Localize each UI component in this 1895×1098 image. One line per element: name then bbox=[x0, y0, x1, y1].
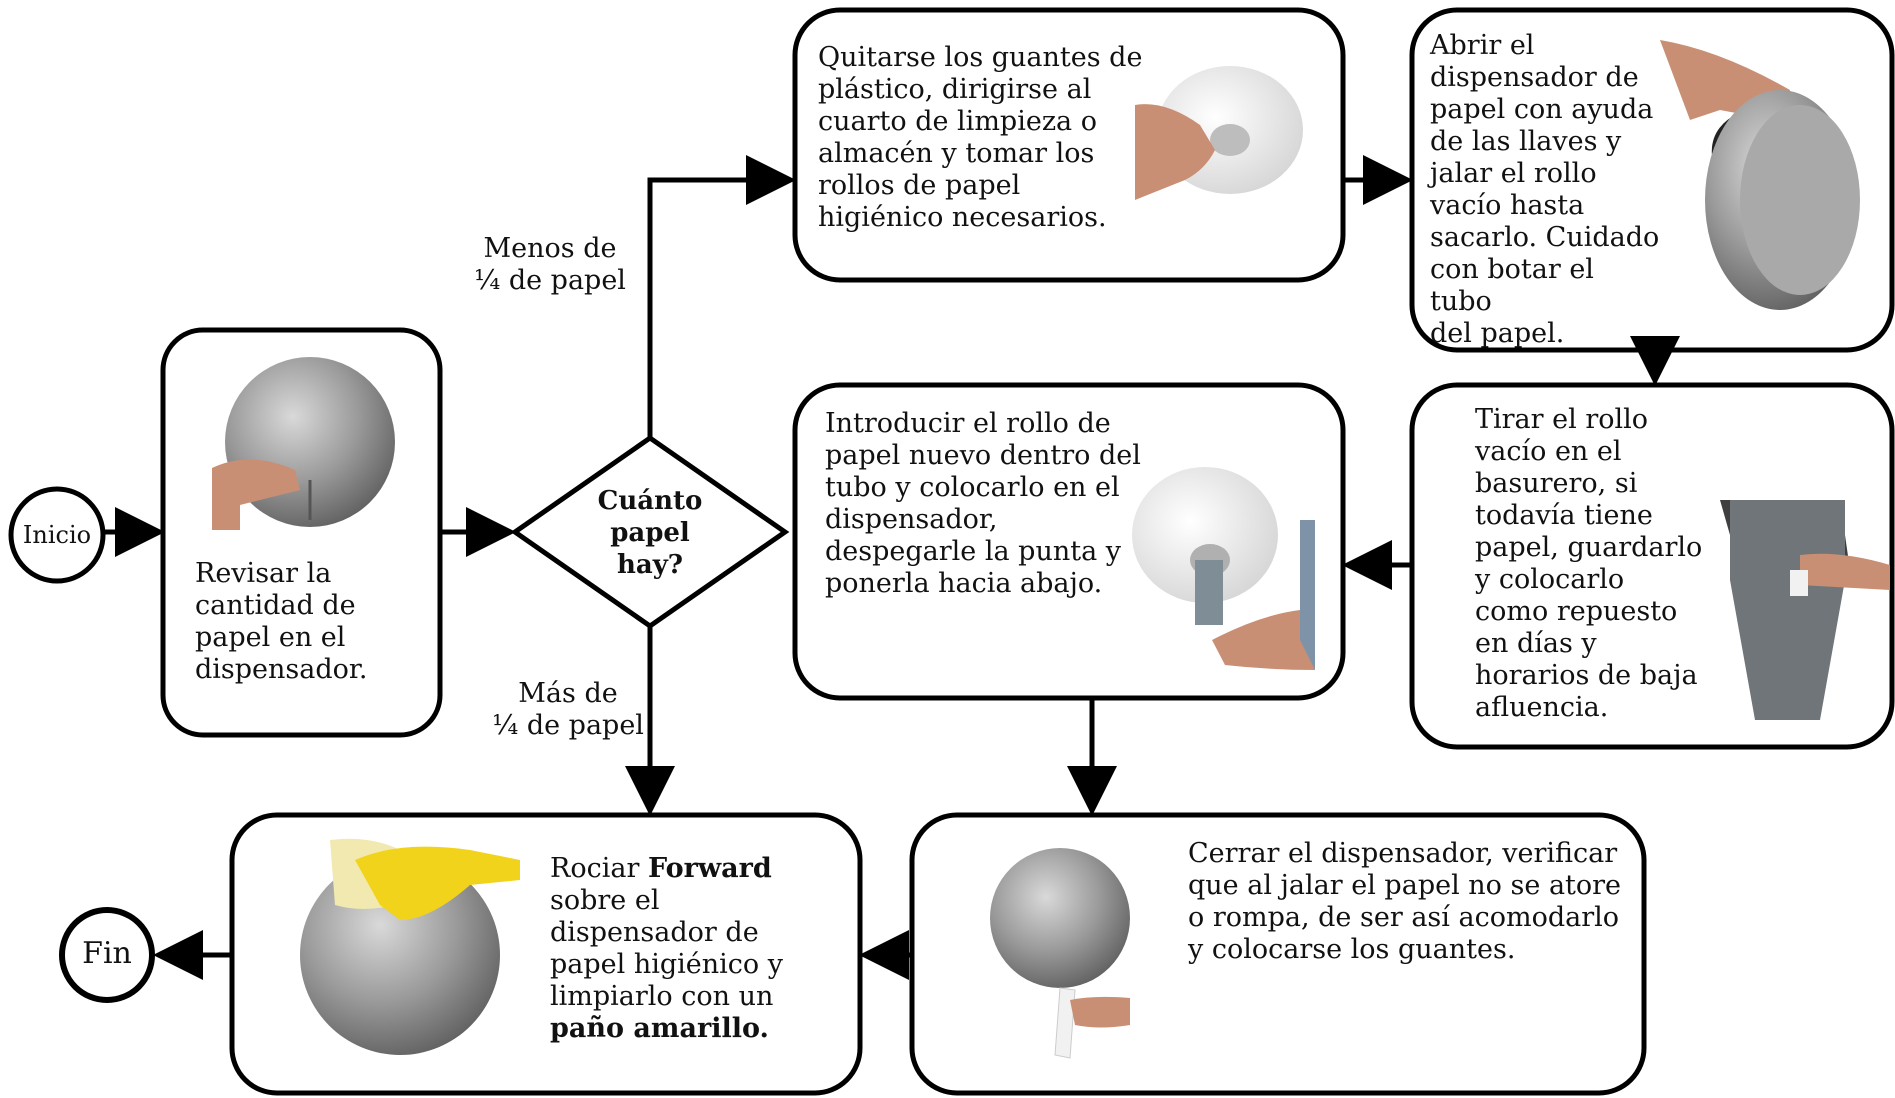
decision-label: Cuánto papel hay? bbox=[597, 486, 703, 580]
step-close-text: Cerrar el dispensador, verificar que al … bbox=[1188, 838, 1622, 965]
open-dispenser-photo bbox=[1660, 40, 1860, 310]
start-node bbox=[8, 486, 106, 584]
step-discard-text: Tirar el rollo vacío en el basurero, si … bbox=[1475, 404, 1703, 723]
step-check-text: Revisar la cantidad de papel en el dispe… bbox=[195, 558, 368, 685]
branch-less-label: Menos de ¼ de papel bbox=[474, 233, 626, 296]
closed-dispenser-photo bbox=[990, 848, 1130, 1059]
spray-product-name: Forward bbox=[647, 853, 772, 884]
branch-more-label: Más de ¼ de papel bbox=[492, 678, 644, 741]
dispenser-photo bbox=[212, 357, 395, 530]
step-fetch-text: Quitarse los guantes de plástico, dirigi… bbox=[818, 42, 1143, 233]
trash-bin-photo bbox=[1720, 500, 1890, 720]
paper-roll-photo bbox=[1135, 66, 1303, 200]
start-label: Inicio bbox=[22, 521, 92, 549]
spray-text-part2: sobre el dispensador de papel higiénico … bbox=[550, 885, 784, 1012]
step-open-text: Abrir el dispensador de papel con ayuda … bbox=[1430, 30, 1660, 349]
step-spray-text: Rociar Forward sobre el dispensador de p… bbox=[550, 853, 850, 1045]
cleaning-photo bbox=[300, 838, 520, 1055]
spray-text-part1: Rociar bbox=[550, 853, 648, 884]
end-node bbox=[59, 907, 155, 1003]
end-label: Fin bbox=[82, 936, 132, 971]
spray-cloth-name: paño amarillo. bbox=[550, 1013, 769, 1044]
connectors bbox=[104, 155, 1680, 980]
step-insert-text: Introducir el rollo de papel nuevo dentr… bbox=[825, 408, 1141, 599]
roll-insert-photo bbox=[1132, 467, 1315, 670]
